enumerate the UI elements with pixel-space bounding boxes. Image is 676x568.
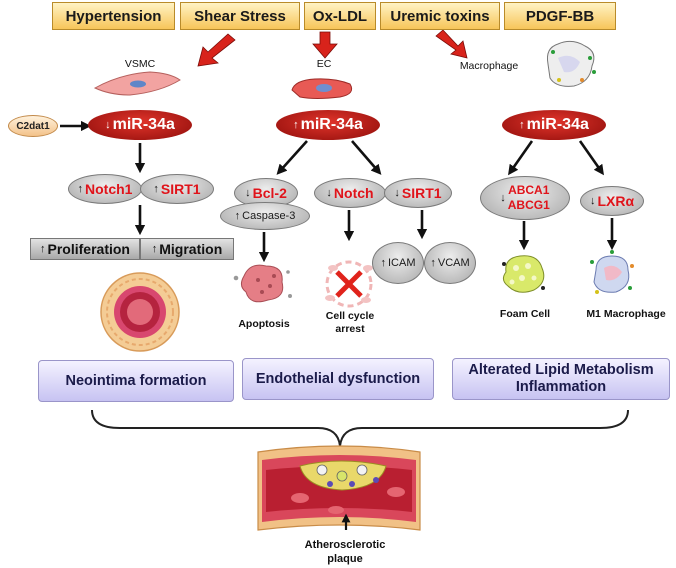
- up-arrow-symbol: ↑: [153, 183, 159, 195]
- arrow-ec-mir-bcl2: [276, 140, 308, 175]
- m1-macrophage-icon: [590, 250, 634, 294]
- red-arrow-vsmc: [197, 33, 236, 67]
- outcome-lipid-inflammation: Alterated Lipid Metabolism Inflammation: [452, 358, 670, 400]
- red-arrow-ec: [312, 31, 338, 59]
- stimulus-uremic-toxins: Uremic toxins: [380, 2, 500, 30]
- effect-migration-label: Migration: [159, 241, 223, 257]
- gene-sirt1-vsmc-label: SIRT1: [160, 181, 201, 197]
- effect-proliferation: ↑ Proliferation: [30, 238, 140, 260]
- label-cell-cycle-arrest: Cell cycle arrest: [325, 310, 375, 335]
- effect-proliferation-label: Proliferation: [47, 241, 130, 257]
- outcome-neointima-formation: Neointima formation: [38, 360, 234, 402]
- gene-caspase3: ↑ Caspase-3: [220, 202, 310, 230]
- up-arrow-symbol: ↑: [430, 257, 436, 269]
- outcome-endothelial-label: Endothelial dysfunction: [255, 370, 421, 387]
- up-arrow-symbol: ↑: [151, 243, 158, 255]
- effect-migration: ↑ Migration: [140, 238, 234, 260]
- stimulus-arrows: [197, 29, 468, 67]
- stimulus-hypertension: Hypertension: [52, 2, 175, 30]
- gene-abca1-label: ABCA1: [508, 183, 550, 197]
- label-ec: EC: [316, 58, 332, 70]
- down-arrow-symbol: ↓: [500, 192, 506, 204]
- foam-cell-icon: [502, 255, 545, 293]
- gene-lxra-label: LXRα: [597, 193, 635, 209]
- gene-abcg1-label: ABCG1: [507, 198, 550, 212]
- outcome-endothelial-dysfunction: Endothelial dysfunction: [242, 358, 434, 400]
- gene-icam-label: ICAM: [388, 257, 416, 269]
- gene-notch-ec-label: Notch: [333, 185, 374, 201]
- up-arrow-symbol: ↑: [380, 257, 387, 269]
- gene-abca1-abcg1: ↓ ABCA1 ABCG1: [480, 176, 570, 220]
- stimulus-ox-ldl: Ox-LDL: [304, 2, 376, 30]
- up-arrow-symbol: ↑: [519, 119, 525, 131]
- gene-notch-ec: ↓ Notch: [314, 178, 386, 208]
- label-vsmc: VSMC: [124, 58, 156, 70]
- arrow-mac-mir-abca1: [508, 140, 534, 176]
- outcome-neointima-label: Neointima formation: [65, 372, 207, 389]
- gene-notch1-label: Notch1: [85, 181, 133, 197]
- label-foam-cell: Foam Cell: [499, 308, 551, 320]
- mir34a-ec: ↑ miR-34a: [276, 110, 380, 140]
- down-arrow-symbol: ↓: [245, 187, 251, 199]
- down-arrow-symbol: ↓: [326, 187, 332, 199]
- up-arrow-symbol: ↑: [40, 243, 46, 255]
- down-arrow-symbol: ↓: [394, 187, 400, 199]
- label-apoptosis: Apoptosis: [238, 318, 290, 330]
- stimulus-shear-stress: Shear Stress: [180, 2, 300, 30]
- gene-caspase3-label: Caspase-3: [242, 210, 296, 222]
- mir34a-vsmc-label: miR-34a: [112, 116, 175, 133]
- mir34a-ec-label: miR-34a: [300, 116, 363, 133]
- arrow-mac-mir-lxra: [578, 140, 604, 176]
- label-macrophage: Macrophage: [459, 60, 519, 72]
- stimulus-pdgf-bb: PDGF-BB: [504, 2, 616, 30]
- arrow-ec-mir-notch: [351, 140, 382, 175]
- macrophage-icon: [547, 40, 596, 87]
- gene-sirt1-ec: ↓ SIRT1: [384, 178, 452, 208]
- gene-vcam: ↑ VCAM: [424, 242, 476, 284]
- mir34a-vsmc: ↓ miR-34a: [88, 110, 192, 140]
- c2dat1-regulator: C2dat1: [8, 115, 58, 137]
- ec-cell-icon: [291, 78, 353, 99]
- outcome-lipid-line1: Alterated Lipid Metabolism: [468, 362, 654, 378]
- vsmc-cell-icon: [93, 71, 181, 96]
- gene-lxra: ↓ LXRα: [580, 186, 644, 216]
- down-arrow-symbol: ↓: [589, 195, 596, 207]
- atherosclerotic-vessel-icon: [257, 445, 421, 531]
- apoptotic-cell-icon: [233, 264, 292, 303]
- plaque-label-line1: Atherosclerotic: [304, 539, 386, 551]
- up-arrow-symbol: ↑: [77, 183, 84, 195]
- gene-sirt1-vsmc: ↑ SIRT1: [140, 174, 214, 204]
- down-arrow-symbol: ↓: [105, 119, 111, 131]
- gene-vcam-label: VCAM: [437, 257, 470, 269]
- label-atherosclerotic-plaque: Atherosclerotic plaque: [290, 538, 400, 566]
- gene-bcl2-label: Bcl-2: [252, 185, 287, 201]
- label-m1-macrophage: M1 Macrophage: [586, 308, 666, 320]
- red-arrow-macrophage: [435, 29, 468, 59]
- up-arrow-symbol: ↑: [234, 210, 241, 222]
- convergence-brace: [91, 409, 629, 447]
- outcome-lipid-line2: Inflammation: [515, 379, 607, 395]
- gene-abca1-abcg1-labels: ABCA1 ABCG1: [508, 183, 550, 213]
- gene-sirt1-ec-label: SIRT1: [401, 185, 442, 201]
- artery-cross-section-icon: [100, 272, 180, 352]
- up-arrow-symbol: ↑: [293, 119, 299, 131]
- pathway-arrows: [60, 120, 618, 263]
- plaque-label-line2: plaque: [327, 553, 363, 565]
- gene-notch1-vsmc: ↑ Notch1: [68, 174, 142, 204]
- mir34a-macrophage: ↑ miR-34a: [502, 110, 606, 140]
- cell-cycle-arrest-icon: [325, 260, 373, 308]
- gene-icam: ↑ ICAM: [372, 242, 424, 284]
- mir34a-macrophage-label: miR-34a: [526, 116, 589, 133]
